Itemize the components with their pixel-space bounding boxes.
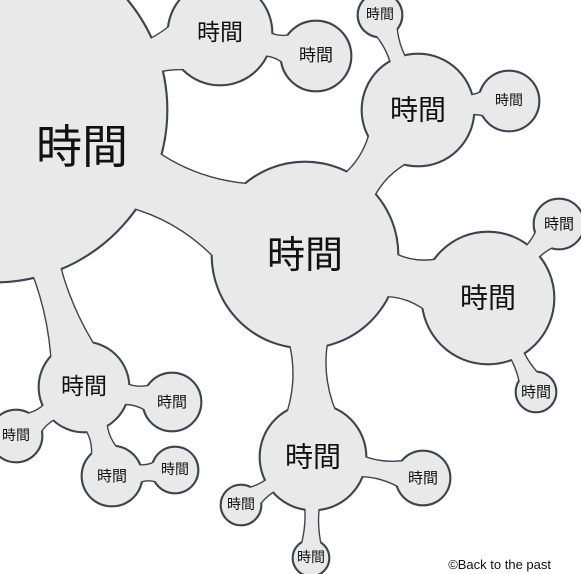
connector-neck (341, 448, 410, 490)
node-label: 時間 (157, 393, 187, 411)
node-label: 時間 (285, 441, 341, 474)
connector-neck (3, 200, 100, 369)
node-label: 時間 (97, 467, 127, 485)
connector-neck (315, 117, 422, 230)
label-layer: 時間時間時間時間時間時間時間時間時間時間時間時間時間時間時間時間時間時間時間 (2, 7, 574, 566)
bubble-node (281, 21, 351, 91)
node-label: 時間 (297, 550, 325, 566)
connector-neck (496, 328, 541, 387)
connector-neck (244, 465, 293, 508)
bubble-node (396, 451, 450, 505)
connector-neck (373, 22, 417, 84)
connector-neck (301, 488, 323, 548)
connector-neck (278, 309, 341, 427)
node-label: 時間 (366, 7, 394, 23)
node-label: 時間 (299, 46, 333, 66)
copyright-credit: ©Back to the past (448, 557, 551, 572)
node-label: 時間 (267, 233, 343, 277)
connector-neck (76, 407, 123, 464)
node-label: 時間 (495, 93, 523, 109)
connector-neck (83, 16, 200, 104)
connector-neck (449, 86, 493, 124)
connector-neck (505, 225, 559, 279)
node-label: 時間 (2, 428, 30, 444)
bubble-node (479, 71, 539, 131)
bubble-node (143, 373, 201, 431)
node-label: 時間 (460, 282, 516, 315)
node-label: 時間 (161, 462, 189, 478)
root-node-label: 時間 (36, 120, 128, 174)
bubble-node (293, 540, 329, 574)
node-label: 時間 (521, 383, 551, 401)
bubble-node (152, 447, 198, 493)
node-label: 時間 (227, 497, 255, 513)
node-label: 時間 (197, 20, 243, 46)
connector-neck (128, 458, 163, 487)
node-label: 時間 (61, 374, 107, 400)
connector-neck (20, 391, 71, 439)
connector-neck (66, 107, 277, 278)
connector-neck (351, 232, 458, 325)
node-label: 時間 (544, 215, 574, 233)
node-label: 時間 (390, 94, 446, 127)
node-label: 時間 (408, 469, 438, 487)
connector-neck (107, 375, 158, 415)
connector-neck (245, 21, 301, 70)
